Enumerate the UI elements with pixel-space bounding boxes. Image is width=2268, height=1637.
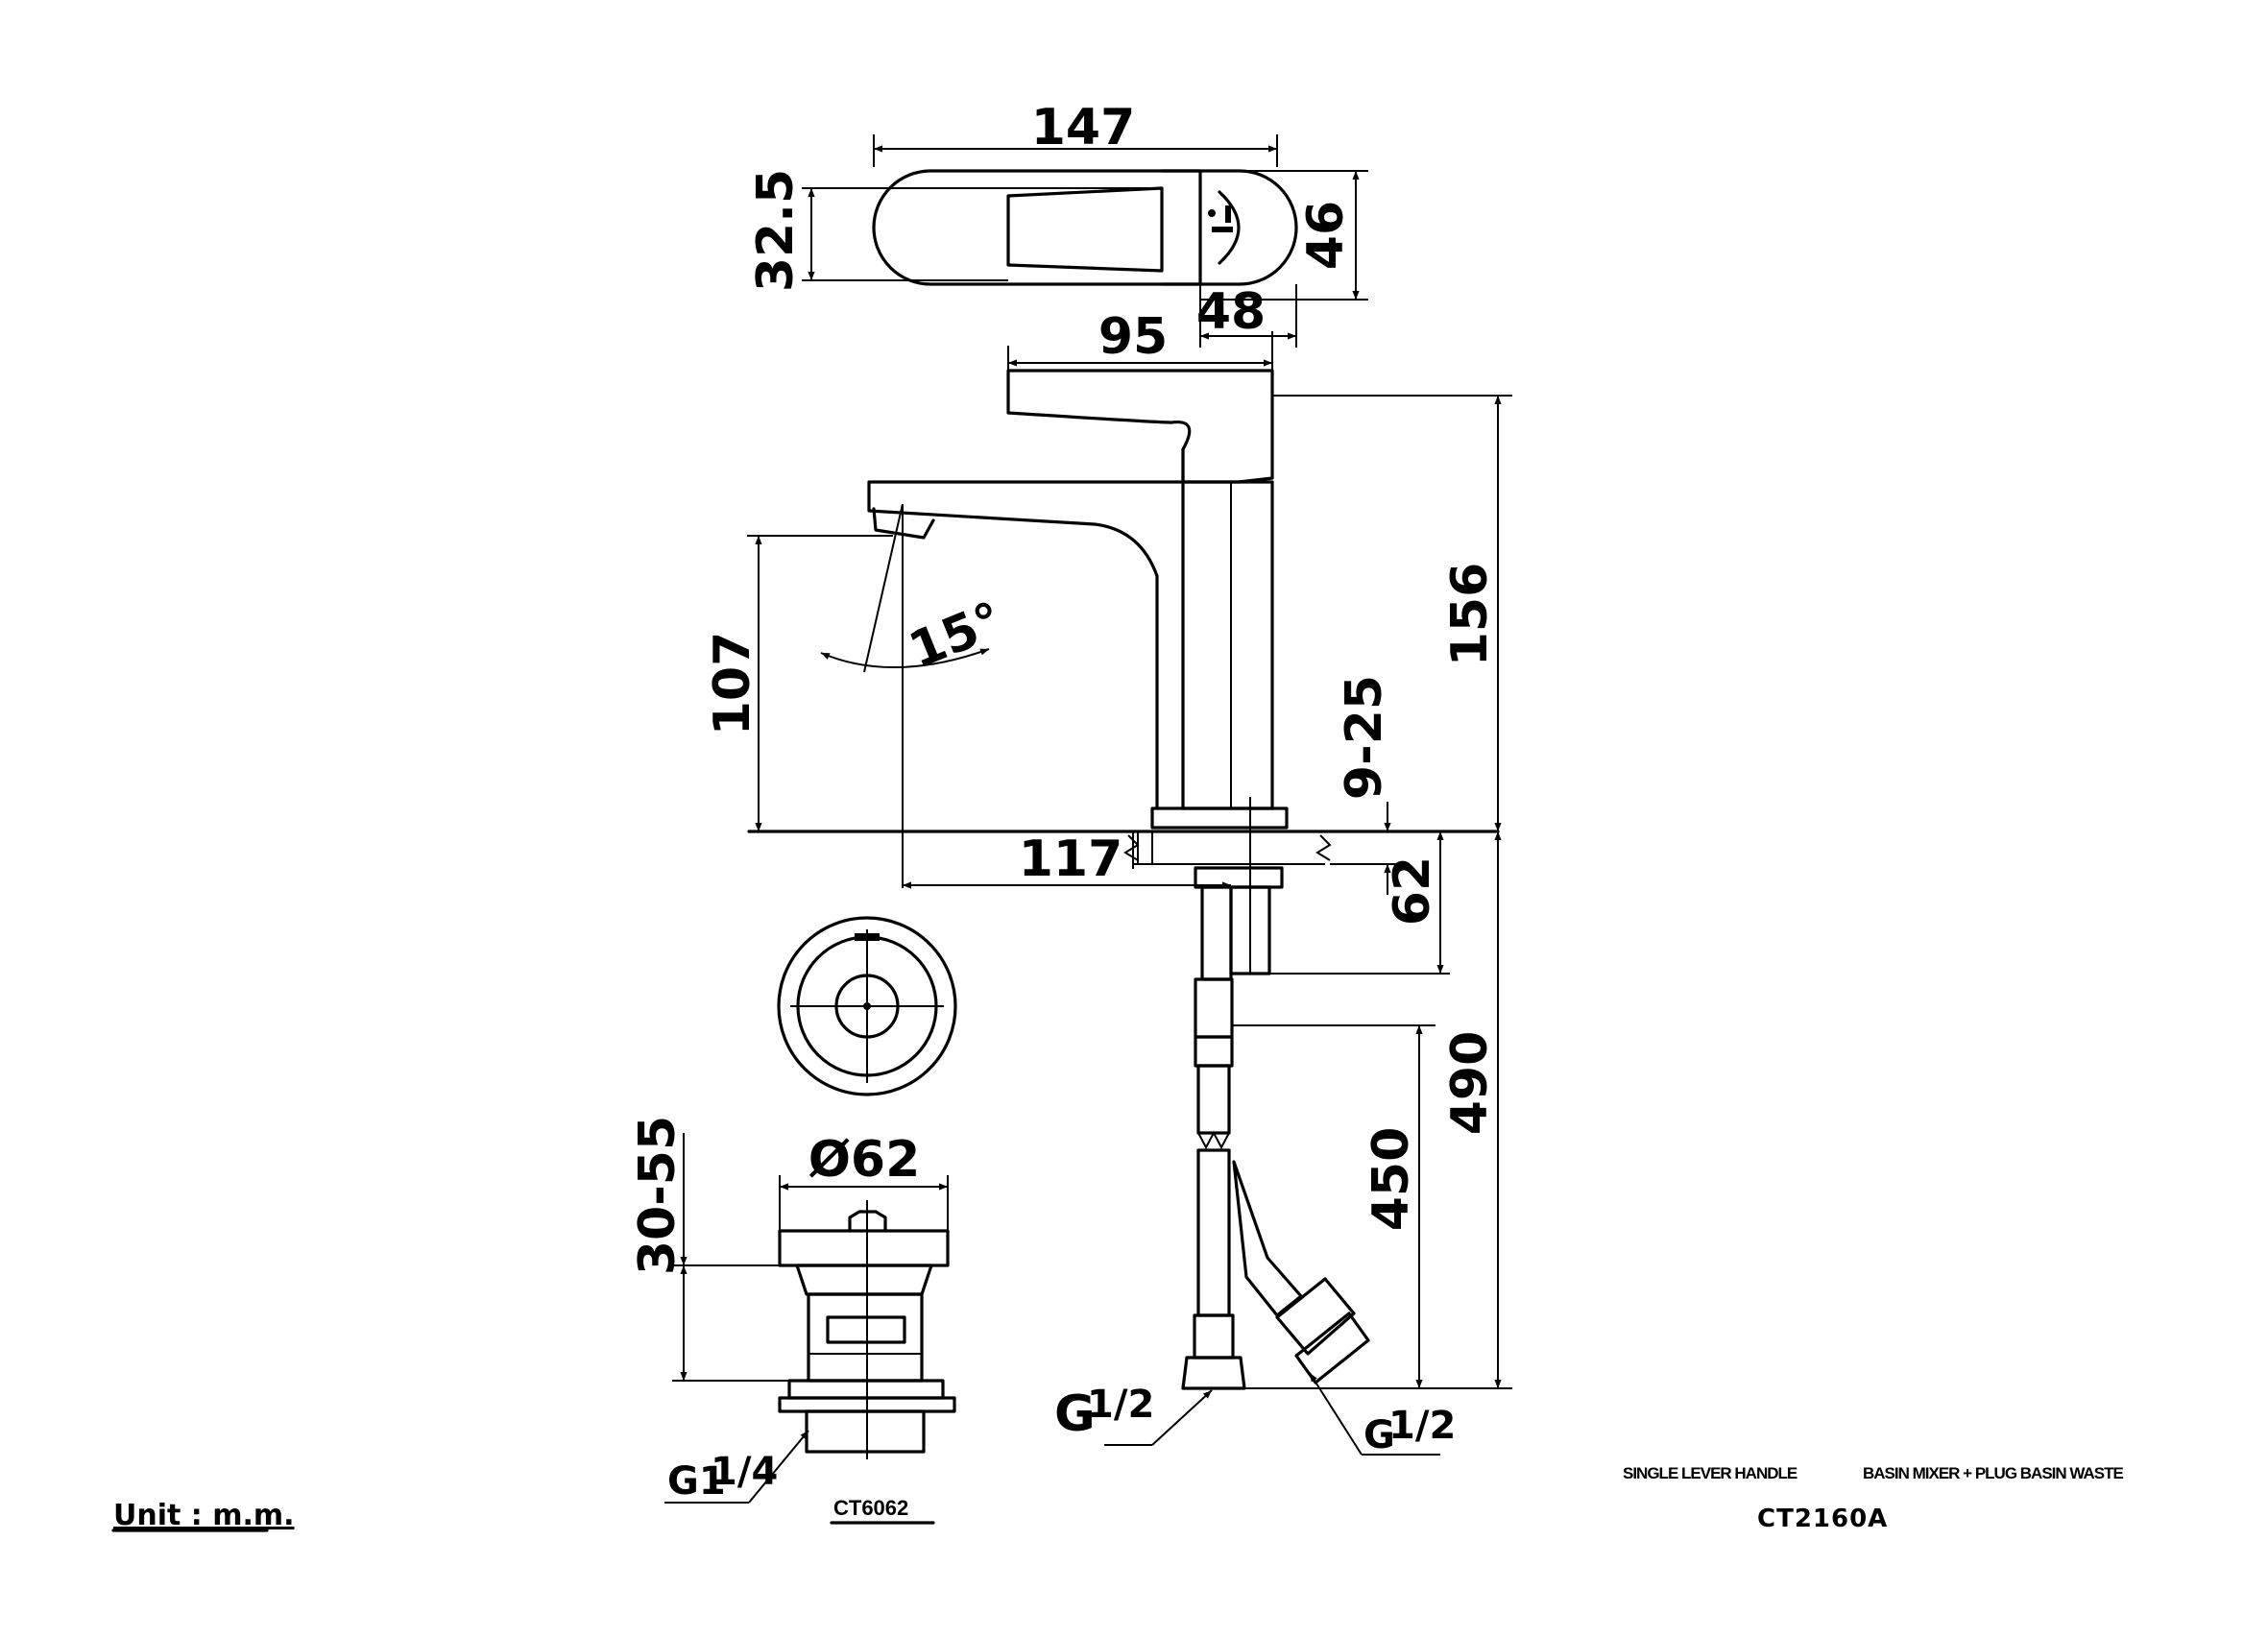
title-block: Unit : m.m. CT6062 SINGLE LEVER HANDLE B…	[111, 1464, 2124, 1533]
hose-lower-right	[1232, 1160, 1303, 1317]
dimension-total-height: 156	[1441, 563, 1499, 667]
lever-handle	[1006, 369, 1274, 484]
mark-indicator-icon	[1212, 227, 1233, 232]
dimension-handle-width: 48	[1196, 283, 1266, 341]
dimension-top-width: 147	[1031, 99, 1136, 156]
thread-waste: G1	[667, 1459, 726, 1504]
dimension-spout-height: 107	[704, 632, 761, 736]
hose-upper	[1194, 977, 1234, 1039]
dimension-hose-short: 450	[1363, 1127, 1420, 1232]
dimension-hose-total: 490	[1441, 1031, 1499, 1136]
hot-indicator-icon	[1208, 209, 1216, 217]
hose-nut-right	[1294, 1312, 1370, 1384]
cold-indicator-icon	[1225, 205, 1231, 223]
thread-hose-right-fraction: 1/2	[1388, 1404, 1456, 1448]
dimension-spout-reach: 117	[1019, 831, 1123, 888]
dimension-tail-length: 62	[1384, 856, 1441, 926]
waste-collar	[795, 1264, 933, 1296]
dimension-top-depth: 46	[1297, 201, 1355, 270]
spout	[867, 480, 1185, 810]
waste-brand-mark-icon	[855, 933, 880, 941]
waste-top-view	[777, 916, 957, 1096]
unit-label: Unit : m.m.	[113, 1499, 295, 1532]
waste-model-label: CT6062	[833, 1496, 908, 1520]
hose-ferrule	[1194, 1035, 1234, 1068]
base-plate	[1150, 806, 1289, 830]
waste-flange	[778, 1229, 950, 1267]
waste-tail	[805, 1409, 926, 1454]
top-view-body-outline	[872, 169, 1298, 286]
tail-pipe	[1200, 885, 1233, 981]
spray-angle-arc	[820, 648, 990, 668]
aerator	[872, 507, 935, 540]
faucet-body	[1181, 480, 1274, 810]
hose-lower-left	[1196, 1148, 1231, 1317]
product-code: CT2160A	[1757, 1505, 1888, 1533]
hose-fitting-right	[1275, 1277, 1356, 1356]
dimension-handle-offset: 32.5	[747, 169, 805, 292]
description-left: SINGLE LEVER HANDLE	[1623, 1464, 1798, 1482]
dimension-deck-thickness: 9-25	[1336, 675, 1393, 800]
thread-waste-fraction: 1/4	[711, 1450, 778, 1494]
hose-fitting-left	[1193, 1313, 1235, 1360]
hose-nut-left	[1181, 1356, 1246, 1390]
top-view-lever	[1006, 186, 1164, 273]
waste-outer-ring	[777, 916, 957, 1096]
thread-hose-left-fraction: 1/2	[1087, 1383, 1154, 1427]
thread-hose-right: G	[1363, 1413, 1395, 1457]
dimension-lever-reach: 95	[1098, 308, 1168, 366]
dimension-spray-angle: 15°	[902, 591, 1011, 680]
waste-side-view: Ø62 30-55 G1 1/4	[629, 1116, 956, 1504]
description-right: BASIN MIXER + PLUG BASIN WASTE	[1863, 1464, 2123, 1482]
side-view-faucet: 15° 95 156 107 117 9-25 62 450 490	[704, 308, 1512, 1457]
top-view-cap-arc	[1218, 190, 1241, 265]
top-view-handle-base	[1160, 169, 1202, 286]
dimension-waste-height: 30-55	[629, 1116, 687, 1275]
dimension-waste-diameter: Ø62	[808, 1131, 921, 1189]
top-view: 147 46 32.5 48	[747, 99, 1368, 348]
thread-hose-left: G	[1054, 1385, 1096, 1443]
